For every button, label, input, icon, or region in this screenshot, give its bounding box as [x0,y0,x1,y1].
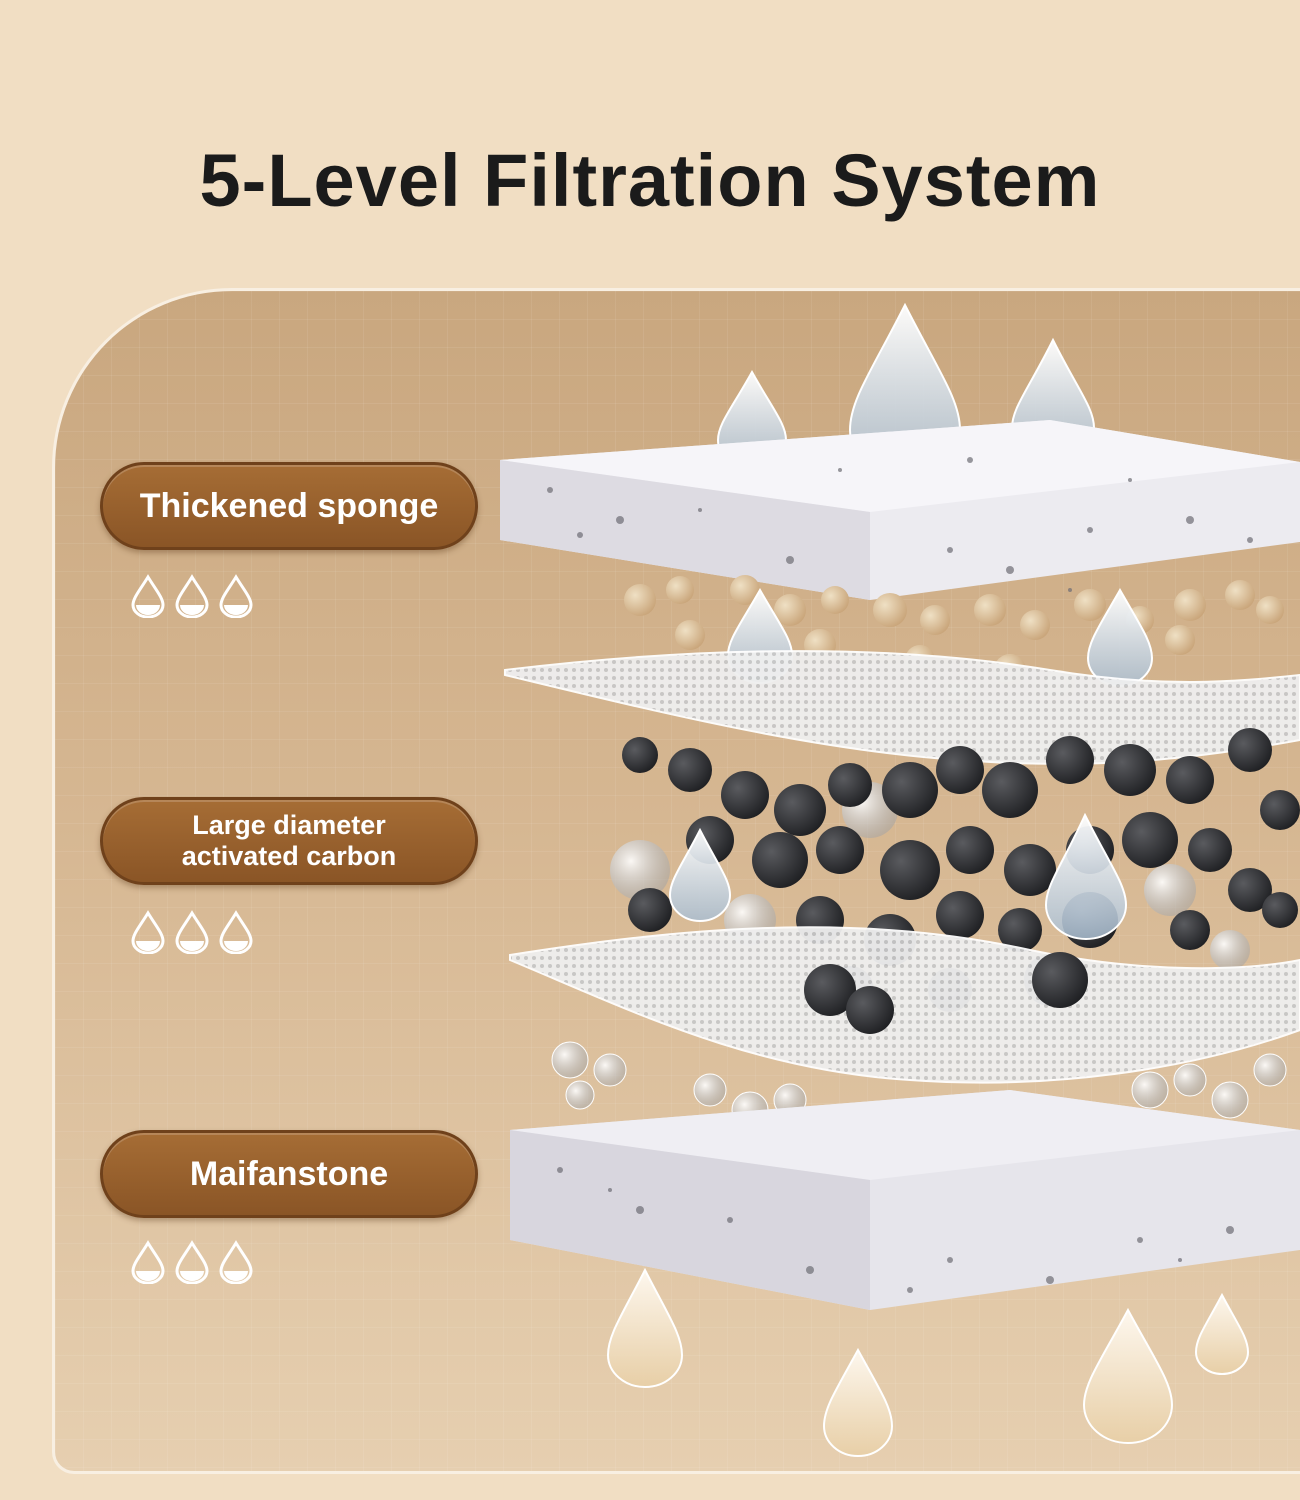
water-drop-icon [219,574,253,618]
carbon-on-mesh [804,952,1088,1034]
layer-label-thickened-sponge: Thickened sponge [100,462,478,550]
filter-layers-illustration [500,302,1300,1457]
layer-label-maifanstone: Maifanstone [100,1130,478,1218]
water-drop-icon [219,910,253,954]
outgoing-water-drops [606,1267,1250,1457]
sponge-layer-top [500,420,1300,600]
drop-icons-row-3 [130,1240,254,1284]
page-title: 5-Level Filtration System [199,138,1101,222]
water-drop-icon [219,1240,253,1284]
water-drop-icon [175,1240,209,1284]
drop-icons-row-1 [130,574,254,618]
mesh-layer-lower [509,926,1300,1084]
water-drop-icon [175,910,209,954]
water-drop-icon [131,574,165,618]
water-drop-icon [175,574,209,618]
layer-label-activated-carbon: Large diameter activated carbon [100,797,478,885]
water-drop-icon [131,910,165,954]
water-drop-icon [131,1240,165,1284]
sponge-layer-bottom [510,1090,1300,1310]
drop-icons-row-2 [130,910,254,954]
